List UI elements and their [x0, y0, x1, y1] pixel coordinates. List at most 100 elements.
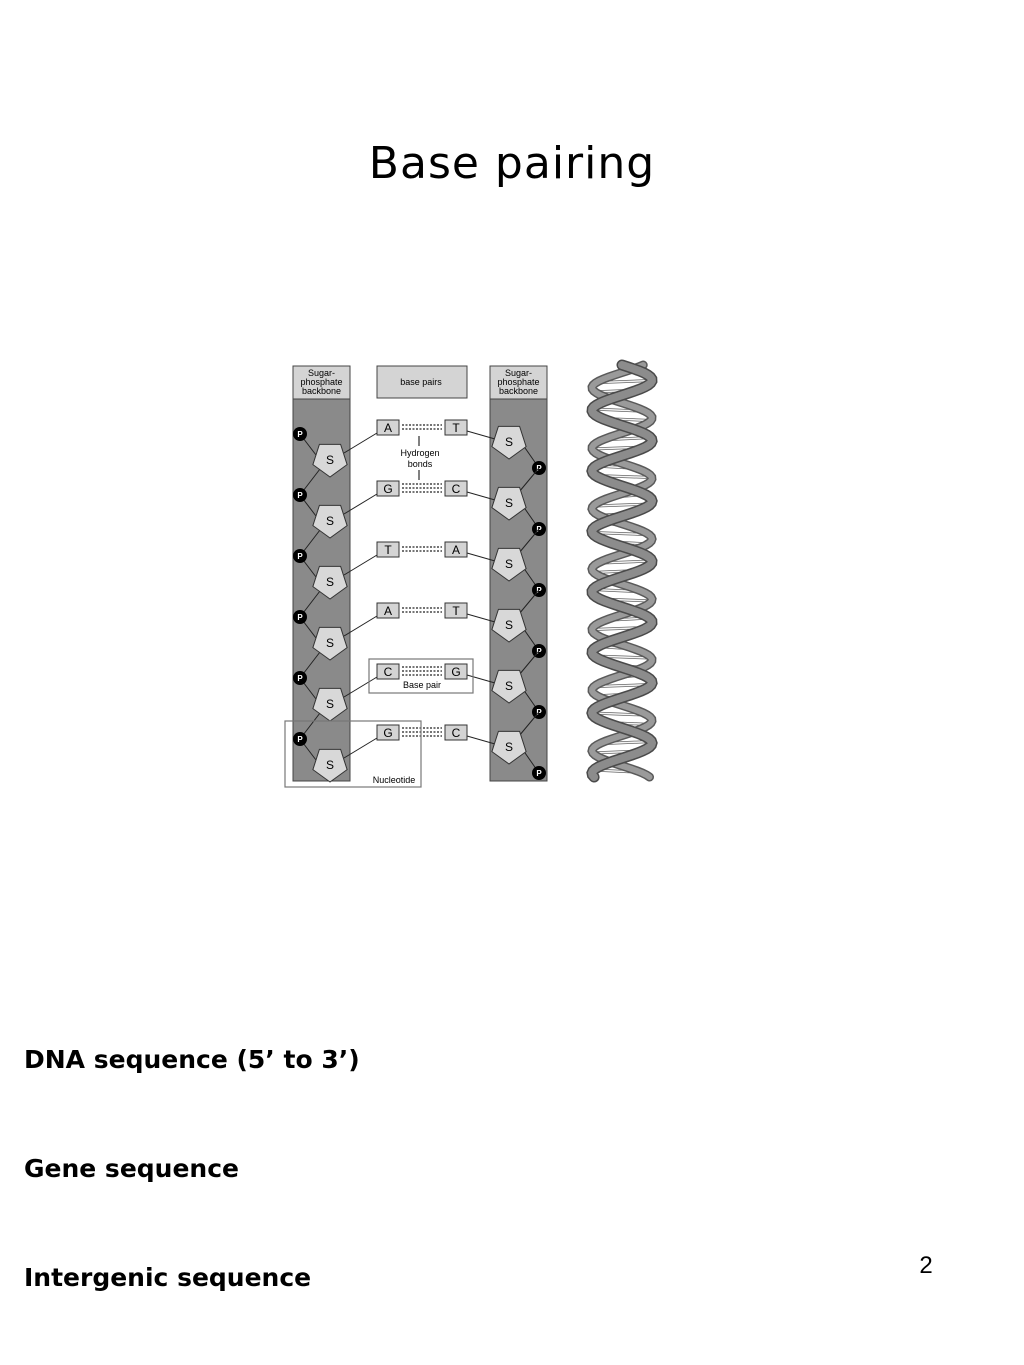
base-pair-box — [368, 658, 474, 694]
right-s-p-link — [518, 711, 540, 737]
left-sugar — [312, 687, 348, 722]
right-sugar — [491, 425, 527, 460]
left-phosphate — [293, 732, 307, 746]
right-s-p-link — [518, 589, 540, 615]
right-sugar-base-link — [466, 735, 496, 745]
left-header-line-2: phosphate — [300, 377, 342, 387]
right-phosphate-label: P — [536, 769, 542, 778]
right-base-box — [444, 724, 468, 741]
hydrogen-label-line-2: bonds — [408, 459, 433, 469]
right-base-label: T — [452, 604, 460, 618]
right-header-box — [489, 365, 548, 400]
right-phosphate-label: P — [536, 586, 542, 595]
left-phosphate-label: P — [297, 674, 303, 683]
left-sugar-base-link — [343, 493, 378, 515]
right-sugar-base-link — [466, 430, 496, 440]
right-base-box — [444, 541, 468, 558]
right-sugar — [491, 608, 527, 643]
left-phosphate-label: P — [297, 552, 303, 561]
helix-strand-back-fill — [588, 362, 656, 780]
left-phosphate-label: P — [297, 430, 303, 439]
right-phosphate-label: P — [536, 647, 542, 656]
left-sugar-base-link — [343, 676, 378, 698]
right-phosphate-label: P — [536, 464, 542, 473]
left-header-box — [292, 365, 351, 400]
left-sugar — [312, 504, 348, 539]
left-sugar-label: S — [326, 575, 334, 589]
left-sugar-label: S — [326, 697, 334, 711]
right-phosphate-label: P — [536, 708, 542, 717]
left-base-box — [376, 663, 400, 680]
left-phosphate — [293, 488, 307, 502]
right-base-label: T — [452, 421, 460, 435]
right-sugar-base-link — [466, 552, 496, 562]
right-header-line-3: backbone — [499, 386, 538, 396]
right-base-label: A — [452, 543, 460, 557]
left-phosphate-label: P — [297, 491, 303, 500]
left-sugar — [312, 626, 348, 661]
right-phosphate — [532, 766, 546, 780]
hydrogen-label-line-1: Hydrogen — [400, 448, 439, 458]
left-sugar-label: S — [326, 636, 334, 650]
helix-strand-front-fill — [587, 361, 657, 781]
left-phosphate-label: P — [297, 735, 303, 744]
page-number: 2 — [919, 1252, 933, 1279]
left-header-line-1: Sugar- — [308, 368, 335, 378]
right-sugar — [491, 669, 527, 704]
left-sugar-base-link — [343, 432, 378, 454]
left-phosphate — [293, 671, 307, 685]
helix-rung-fill — [599, 379, 653, 384]
left-base-label: G — [383, 482, 392, 496]
right-base-box — [444, 480, 468, 497]
left-base-label: A — [384, 604, 392, 618]
left-base-box — [376, 480, 400, 497]
page-title: Base pairing — [368, 138, 656, 189]
right-s-p-link — [518, 528, 540, 554]
right-sugar-label: S — [505, 679, 513, 693]
left-sugar-base-link — [343, 737, 378, 759]
right-sugar-base-link — [466, 613, 496, 623]
left-base-box — [376, 419, 400, 436]
left-base-label: G — [383, 726, 392, 740]
right-base-box — [444, 663, 468, 680]
double-helix — [586, 359, 658, 783]
right-sugar-base-link — [466, 674, 496, 684]
right-sugar-label: S — [505, 496, 513, 510]
term-gene-sequence: Gene sequence — [24, 1154, 239, 1183]
base-pair-label: Base pair — [403, 680, 441, 690]
left-sugar-label: S — [326, 514, 334, 528]
right-base-label: C — [452, 726, 461, 740]
center-header-box — [376, 365, 468, 399]
left-base-label: T — [384, 543, 392, 557]
term-intergenic-sequence: Intergenic sequence — [24, 1263, 312, 1292]
right-s-p-link — [518, 650, 540, 676]
helix-rung-fill — [591, 712, 644, 716]
left-sugar-label: S — [326, 453, 334, 467]
right-header-line-1: Sugar- — [505, 368, 532, 378]
right-base-label: G — [451, 665, 460, 679]
right-base-box — [444, 602, 468, 619]
nucleotide-box — [284, 720, 422, 788]
nucleotide-label: Nucleotide — [373, 775, 416, 785]
left-base-label: C — [384, 665, 393, 679]
right-phosphate-label: P — [536, 525, 542, 534]
left-sugar — [312, 443, 348, 478]
right-s-p-link — [518, 467, 540, 493]
left-sugar — [312, 565, 348, 600]
left-sugar-base-link — [343, 554, 378, 576]
term-dna-sequence: DNA sequence (5’ to 3’) — [24, 1045, 360, 1074]
right-sugar — [491, 547, 527, 582]
left-phosphate — [293, 427, 307, 441]
left-sugar-base-link — [343, 615, 378, 637]
left-sugar — [312, 748, 348, 783]
left-base-box — [376, 724, 400, 741]
right-sugar-label: S — [505, 618, 513, 632]
left-base-box — [376, 541, 400, 558]
left-header-line-3: backbone — [302, 386, 341, 396]
helix-rung-fill — [602, 560, 652, 564]
left-phosphate — [293, 610, 307, 624]
right-header-line-2: phosphate — [497, 377, 539, 387]
right-base-box — [444, 419, 468, 436]
left-sugar-label: S — [326, 758, 334, 772]
